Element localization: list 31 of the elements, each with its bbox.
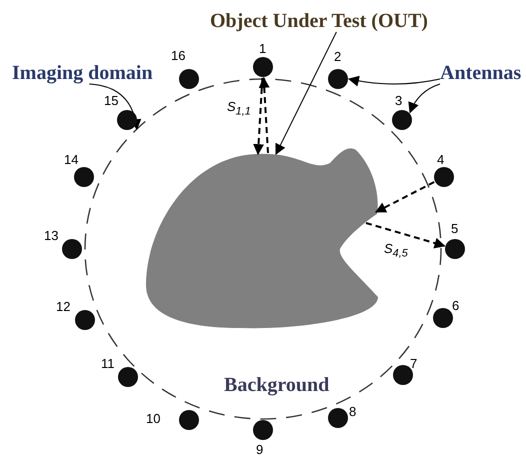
antenna-number: 2 (334, 50, 342, 63)
antenna-number: 5 (451, 222, 458, 235)
antenna-number: 11 (101, 357, 114, 370)
callout-label: Antennas (440, 62, 522, 84)
antenna-number: 6 (452, 299, 460, 312)
signal-arrow (258, 76, 270, 154)
antenna-number: 14 (64, 153, 78, 166)
antenna-number: 8 (349, 405, 356, 418)
signal-arrow (375, 181, 435, 213)
edge-label: S$_{1,1}$ (227, 100, 251, 118)
leader-line (348, 76, 440, 86)
callout-label: Object Under Test (OUT) (210, 10, 428, 32)
edge-label: S$_{4,5}$ (384, 242, 408, 260)
antenna-number: 12 (56, 300, 70, 313)
leader-line (275, 32, 337, 155)
callout-label: Imaging domain (12, 62, 153, 84)
leader-line (88, 84, 141, 130)
antenna-number: 16 (171, 49, 186, 62)
signal-arrow (253, 78, 264, 156)
antenna-number: 10 (146, 412, 160, 425)
antenna-number: 13 (44, 229, 58, 242)
object-under-test-shape (146, 148, 378, 328)
antenna-number: 4 (437, 153, 444, 166)
leader-line (408, 84, 440, 114)
antenna-number: 7 (410, 357, 418, 370)
region-label: Background (224, 374, 330, 396)
antenna-number: 15 (104, 94, 118, 107)
antenna-number: 9 (256, 443, 264, 456)
antenna-number: 1 (259, 42, 266, 55)
antenna-number: 3 (395, 94, 402, 107)
signal-arrow (366, 222, 446, 248)
